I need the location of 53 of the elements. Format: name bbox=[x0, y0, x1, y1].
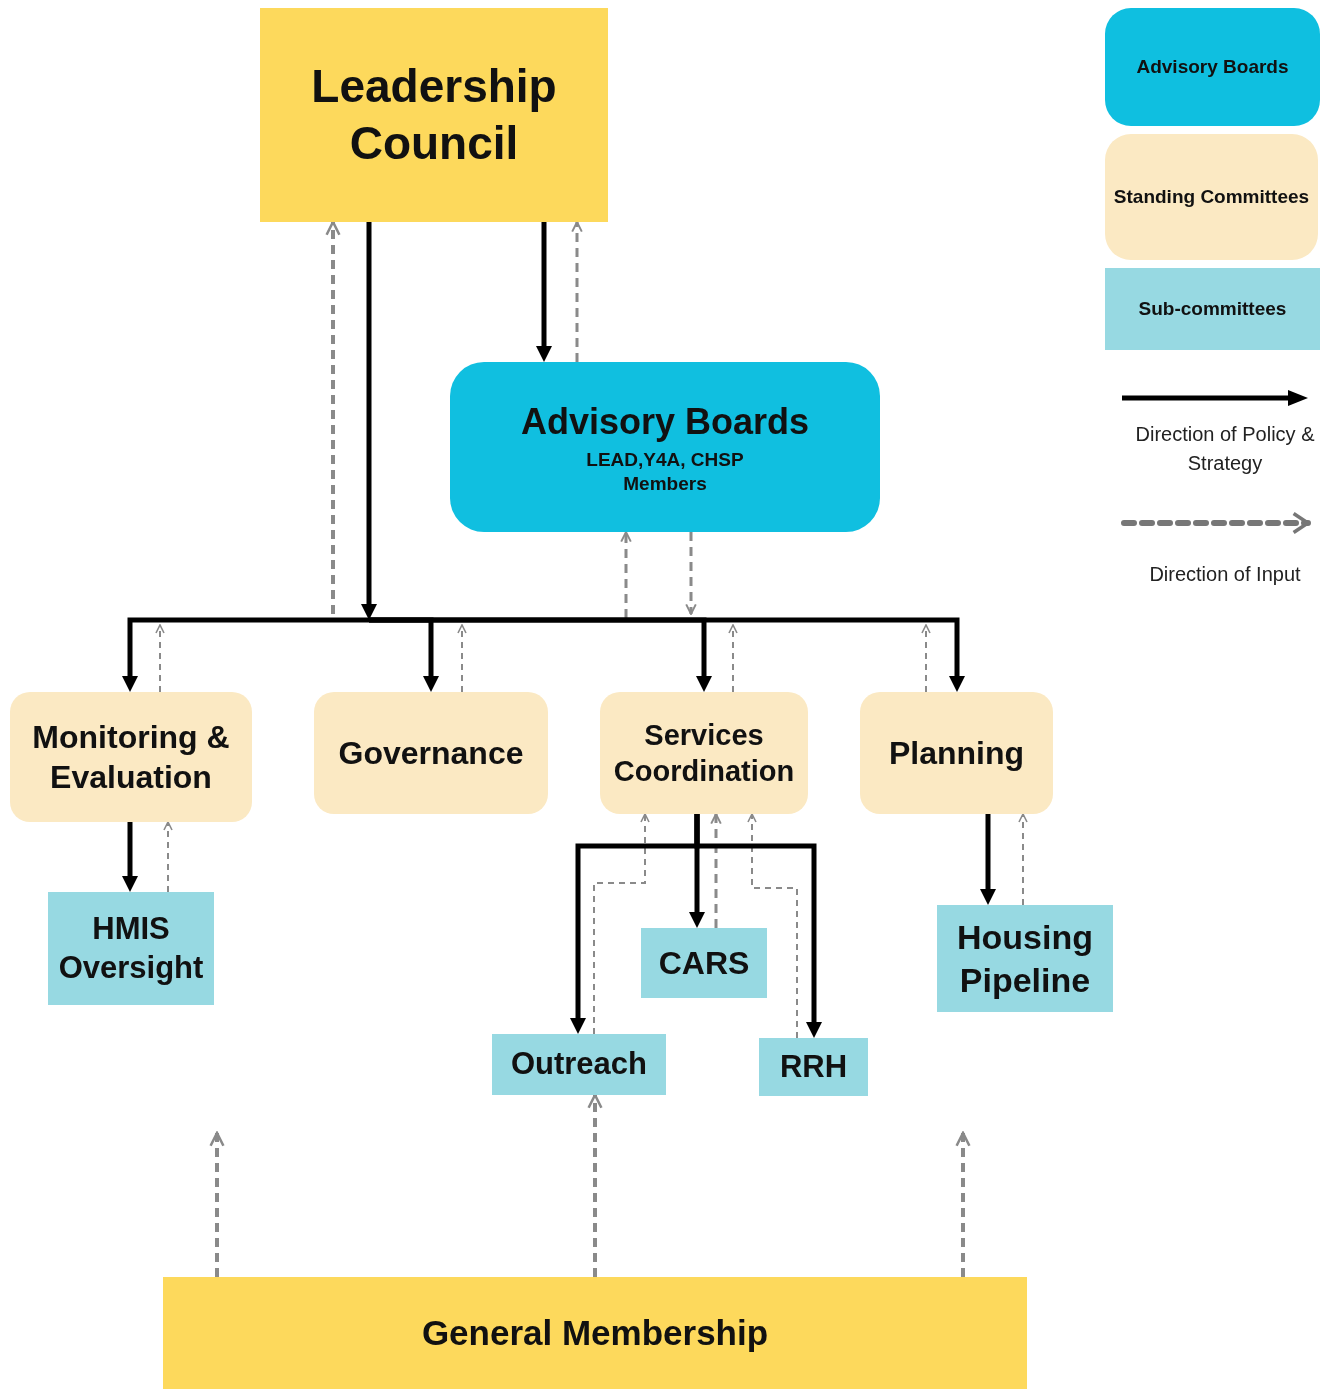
committee-box bbox=[860, 692, 1053, 814]
arrow bbox=[163, 821, 173, 893]
legend-label: Standing Committees bbox=[1113, 186, 1310, 208]
arrow bbox=[369, 617, 965, 692]
node-title: Planning bbox=[888, 734, 1025, 773]
node-subtitle: LEAD,Y4A, CHSP Members bbox=[585, 447, 745, 496]
legend-label: Direction of Input bbox=[1148, 562, 1302, 587]
legend-label: Sub-committees bbox=[1138, 298, 1287, 320]
arrow bbox=[122, 617, 369, 692]
arrow bbox=[747, 813, 798, 1039]
node-title: Services Coordination bbox=[612, 717, 796, 789]
arrow bbox=[122, 822, 138, 892]
node-title: Leadership Council bbox=[310, 58, 558, 171]
arrow bbox=[955, 1131, 971, 1277]
committee-box bbox=[314, 692, 548, 814]
subcommittee-box bbox=[937, 905, 1113, 1012]
arrow bbox=[361, 222, 377, 620]
subcommittee-box bbox=[641, 928, 767, 998]
subcommittee-box bbox=[492, 1034, 666, 1095]
arrow bbox=[155, 624, 165, 693]
arrow bbox=[1018, 813, 1028, 906]
node-title: General Membership bbox=[421, 1312, 769, 1355]
legend-label: Direction of Policy & Strategy bbox=[1134, 422, 1316, 476]
node-title: HMIS Oversight bbox=[57, 909, 205, 987]
arrow bbox=[457, 624, 467, 693]
committee-box bbox=[10, 692, 252, 822]
node-title: Monitoring & Evaluation bbox=[31, 718, 231, 797]
board-box bbox=[450, 362, 880, 532]
node-title: Housing Pipeline bbox=[956, 917, 1094, 1001]
node-title: RRH bbox=[779, 1047, 848, 1086]
arrow bbox=[980, 814, 996, 905]
arrow bbox=[921, 624, 931, 693]
node-title: Outreach bbox=[510, 1045, 648, 1084]
arrow bbox=[209, 1131, 225, 1277]
council-box bbox=[260, 8, 608, 222]
node-title: Governance bbox=[338, 734, 524, 773]
subcommittee-box bbox=[48, 892, 214, 1005]
membership-box bbox=[163, 1277, 1027, 1389]
node-title: CARS bbox=[658, 944, 750, 983]
legend-label: Advisory Boards bbox=[1136, 56, 1289, 78]
arrow bbox=[694, 814, 822, 1038]
arrow bbox=[593, 813, 650, 1035]
arrow bbox=[325, 220, 341, 614]
subcommittee-box bbox=[759, 1038, 868, 1096]
arrow bbox=[728, 624, 738, 693]
arrow bbox=[536, 222, 552, 362]
committee-box bbox=[600, 692, 808, 814]
arrow bbox=[710, 813, 722, 928]
arrow bbox=[620, 531, 632, 618]
arrow bbox=[685, 532, 697, 615]
arrow bbox=[587, 1093, 603, 1277]
arrow bbox=[571, 221, 583, 362]
node-title: Advisory Boards bbox=[520, 399, 810, 444]
